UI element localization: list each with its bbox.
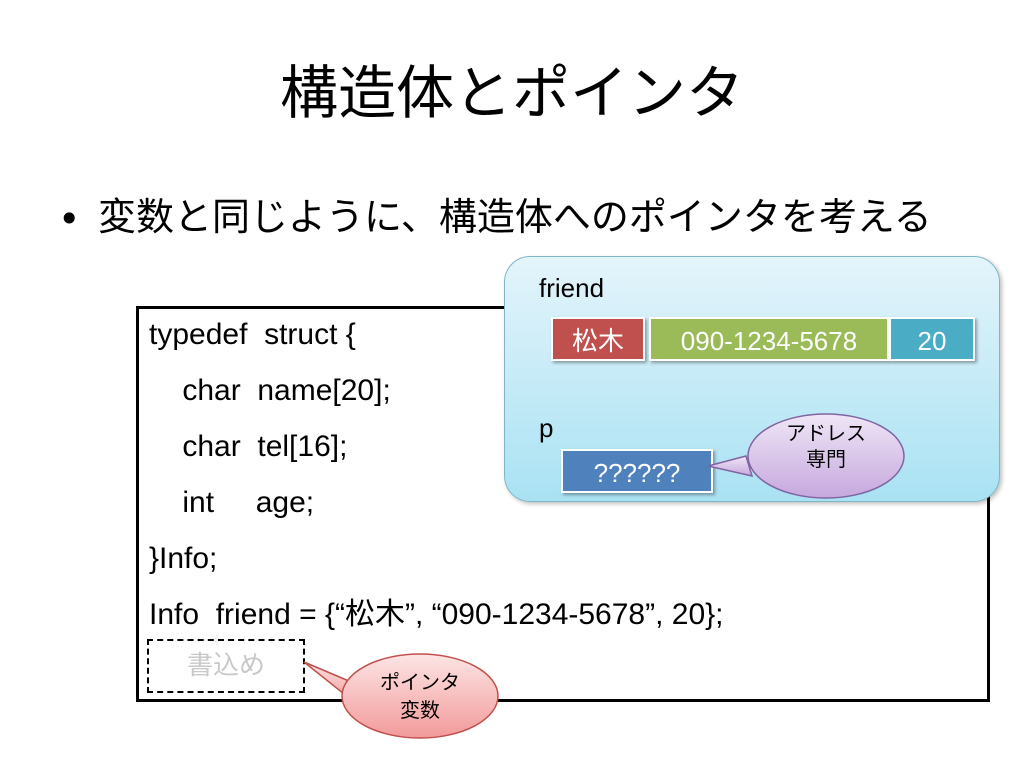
bullet-text: 変数と同じように、構造体へのポインタを考える	[98, 195, 932, 239]
pointer-variable-callout-bubble	[303, 653, 499, 739]
code-line-1: typedef struct {	[149, 318, 356, 351]
code-line-6: Info friend = {“松木”, “090-1234-5678”, 20…	[149, 598, 724, 631]
pointer-variable-callout-text: ポインタ 変数	[380, 670, 460, 722]
age-cell: 20	[889, 317, 975, 361]
code-line-3: char tel[16];	[149, 430, 348, 463]
tel-cell: 090-1234-5678	[649, 317, 889, 361]
pointer-label: p	[539, 413, 554, 443]
name-cell: 松木	[551, 317, 645, 361]
address-callout-bubble	[707, 413, 905, 499]
address-callout-text: アドレス 専門	[786, 421, 866, 471]
code-line-5: }Info;	[149, 542, 218, 575]
pointer-cell: ??????	[561, 449, 713, 493]
bullet-marker: •	[58, 197, 81, 241]
friend-label: friend	[539, 273, 605, 303]
slide-title: 構造体とポインタ	[279, 59, 744, 127]
code-line-4: int age;	[149, 486, 315, 519]
pointer-declaration-placeholder[interactable]: 書込め	[147, 639, 305, 693]
code-line-2: char name[20];	[149, 374, 391, 407]
